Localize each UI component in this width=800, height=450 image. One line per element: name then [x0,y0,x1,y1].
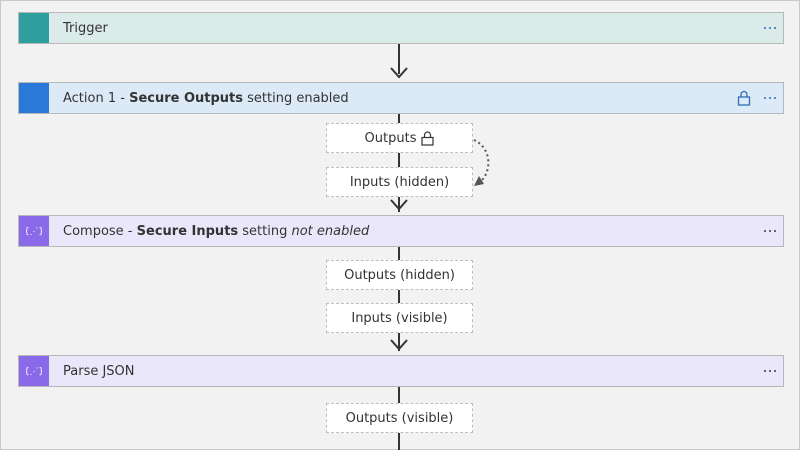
compose-inputs-pill[interactable]: Inputs (visible) [326,303,473,333]
more-options-icon[interactable] [757,216,783,246]
pill-label: Outputs (hidden) [344,267,455,283]
compose-icon: {⋰} [19,216,49,246]
dotted-curved-arrow-icon [473,139,490,186]
parse-json-title: Parse JSON [63,363,135,379]
more-options-icon[interactable] [757,13,783,43]
connector-line [398,247,400,351]
pill-label: Outputs (visible) [345,410,454,426]
more-options-icon[interactable] [757,83,783,113]
action-outputs-pill[interactable]: Outputs [326,123,473,153]
action-1-card[interactable]: Action 1 - Secure Outputs setting enable… [18,82,784,114]
lock-icon[interactable] [731,83,757,113]
trigger-card[interactable]: Trigger [18,12,784,44]
trigger-title: Trigger [63,20,108,36]
action-inputs-pill[interactable]: Inputs (hidden) [326,167,473,197]
arrow-down-icon [390,67,408,79]
compose-title: Compose - Secure Inputs setting not enab… [63,223,370,239]
trigger-icon [19,13,49,43]
connector-line [398,114,400,212]
compose-card[interactable]: {⋰} Compose - Secure Inputs setting not … [18,215,784,247]
parse-json-card[interactable]: {⋰} Parse JSON [18,355,784,387]
svg-text:{⋰}: {⋰} [26,227,42,237]
lock-icon [421,130,435,146]
pill-label: Outputs [364,130,417,146]
compose-outputs-pill[interactable]: Outputs (hidden) [326,260,473,290]
svg-text:{⋰}: {⋰} [26,367,42,377]
compose-icon: {⋰} [19,356,49,386]
parse-outputs-pill[interactable]: Outputs (visible) [326,403,473,433]
arrow-down-icon [390,199,408,211]
action-1-title: Action 1 - Secure Outputs setting enable… [63,90,349,106]
pill-label: Inputs (hidden) [349,174,450,190]
action-icon [19,83,49,113]
more-options-icon[interactable] [757,356,783,386]
connector-line [398,44,400,74]
pill-label: Inputs (visible) [351,310,448,326]
arrow-down-icon [390,339,408,351]
